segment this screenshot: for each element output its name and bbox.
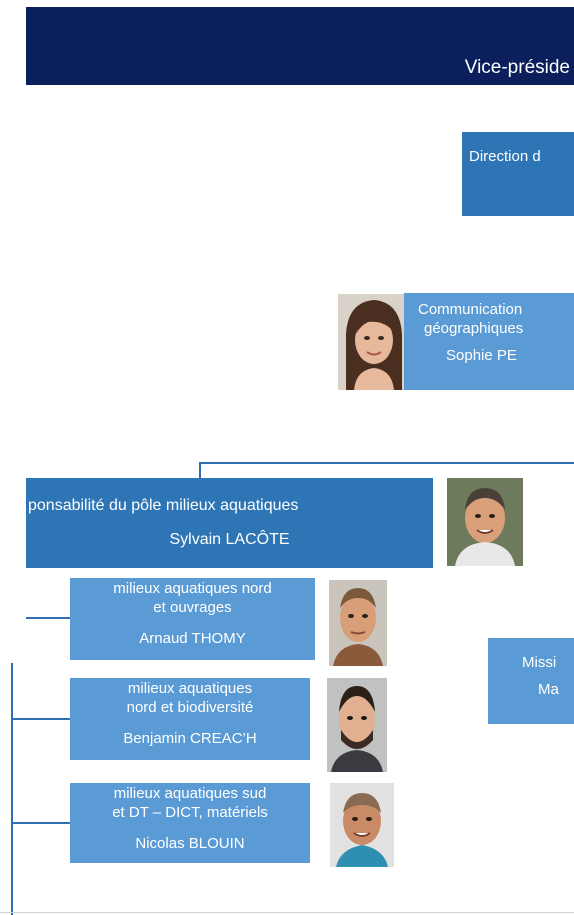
member-box-benjamin: milieux aquatiques nord et biodiversité …: [70, 678, 310, 760]
pole-box: ponsabilité du pôle milieux aquatiques S…: [26, 478, 433, 568]
mission-box: Missi Ma: [488, 638, 574, 724]
member-line1: milieux aquatiques: [127, 680, 253, 697]
member-line2: nord et biodiversité: [126, 698, 254, 716]
pole-title: ponsabilité du pôle milieux aquatiques: [28, 497, 299, 514]
bottom-divider: [0, 912, 574, 913]
direction-box: Direction d: [462, 132, 574, 216]
connector-horizontal: [199, 462, 574, 464]
member-line2: et DT – DICT, matériels: [112, 803, 268, 821]
pole-name: Sylvain LACÔTE: [169, 531, 290, 548]
communication-line2: géographiques: [424, 319, 524, 337]
member-line1: milieux aquatiques sud: [113, 785, 267, 802]
connector-left-branch-2: [11, 718, 70, 720]
communication-name: Sophie PE: [446, 346, 517, 364]
member-name: Benjamin CREAC’H: [123, 729, 257, 747]
member-line1: milieux aquatiques nord: [113, 580, 272, 597]
header-bar: Vice-préside: [26, 7, 574, 85]
member-box-nicolas: milieux aquatiques sud et DT – DICT, mat…: [70, 783, 310, 863]
photo-arnaud-icon: [329, 580, 387, 666]
connector-left-branch-3: [11, 822, 70, 824]
member-name: Nicolas BLOUIN: [135, 834, 245, 852]
photo-benjamin-icon: [327, 678, 387, 772]
photo-nicolas-icon: [330, 783, 394, 867]
member-line2: et ouvrages: [153, 598, 232, 616]
communication-line1: Communication: [418, 301, 523, 318]
photo-sylvain-icon: [447, 478, 523, 566]
direction-label: Direction d: [469, 148, 541, 165]
mission-line2: Ma: [538, 680, 559, 698]
member-name: Arnaud THOMY: [139, 629, 246, 647]
connector-down: [199, 462, 201, 478]
photo-sophie-icon: [338, 294, 410, 390]
connector-left-vertical: [11, 663, 13, 915]
connector-left-top: [26, 617, 70, 619]
member-box-arnaud: milieux aquatiques nord et ouvrages Arna…: [70, 578, 315, 660]
header-title: Vice-préside: [464, 57, 570, 78]
mission-line1: Missi: [522, 654, 557, 671]
communication-box: Communication géographiques Sophie PE: [404, 293, 574, 390]
